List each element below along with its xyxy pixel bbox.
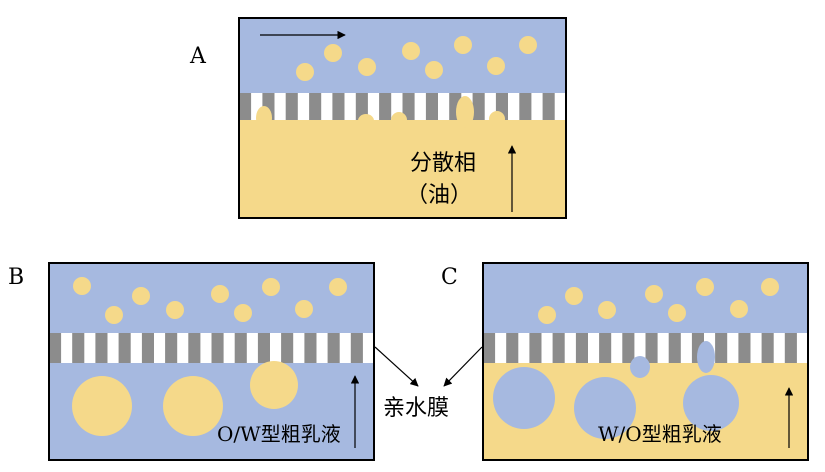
membrane-segment bbox=[188, 333, 201, 363]
membrane-segment bbox=[506, 333, 519, 363]
panel-a-frame bbox=[238, 17, 567, 219]
membrane-segment bbox=[519, 93, 532, 120]
wo-emulsion-label: W/O型粗乳液 bbox=[598, 422, 722, 446]
membrane-segment bbox=[552, 333, 565, 363]
panel-c-continuous-phase bbox=[483, 263, 808, 333]
panel-a-continuous-phase bbox=[239, 18, 566, 93]
membrane-segment bbox=[332, 93, 345, 120]
membrane-segment bbox=[234, 333, 247, 363]
membrane-segment bbox=[402, 93, 415, 120]
membrane-segment bbox=[95, 333, 108, 363]
callout-arrow-right bbox=[443, 346, 483, 387]
membrane-segment bbox=[281, 333, 294, 363]
panel-c-membrane bbox=[483, 333, 808, 363]
callout-arrow-left bbox=[374, 346, 419, 387]
panel-b: B O/W型粗乳液 bbox=[8, 262, 375, 461]
membrane-segment bbox=[304, 333, 317, 363]
membrane-segment bbox=[211, 333, 224, 363]
membrane-segment bbox=[425, 93, 438, 120]
membrane-segment bbox=[472, 93, 485, 120]
panel-a-membrane bbox=[239, 93, 566, 120]
membrane-segment bbox=[738, 333, 751, 363]
membrane-segment bbox=[355, 93, 368, 120]
panel-a-droplets bbox=[296, 36, 537, 81]
hydrophilic-membrane-label: 亲水膜 bbox=[383, 396, 449, 421]
membrane-segment bbox=[327, 333, 340, 363]
panel-b-continuous-phase bbox=[49, 263, 374, 333]
membrane-segment bbox=[622, 333, 635, 363]
membrane-segment bbox=[529, 333, 542, 363]
membrane-segment bbox=[761, 333, 774, 363]
panel-c: C W/O型粗乳液 bbox=[441, 262, 809, 461]
oil-label: （油） bbox=[406, 183, 472, 208]
membrane-segment bbox=[72, 333, 85, 363]
membrane-segment bbox=[715, 333, 728, 363]
membrane-segment bbox=[257, 333, 270, 363]
panel-b-frame bbox=[48, 262, 375, 461]
panel-a-oil-phase bbox=[239, 120, 566, 218]
dispersed-phase-label: 分散相 bbox=[410, 151, 476, 176]
membrane-segment bbox=[118, 333, 131, 363]
panel-a-label: A bbox=[189, 44, 207, 69]
panel-c-small-droplets bbox=[538, 278, 779, 324]
membrane-segment bbox=[239, 93, 252, 120]
panel-c-frame bbox=[482, 262, 809, 461]
panel-b-small-droplets bbox=[73, 277, 347, 324]
membrane-segment bbox=[542, 93, 555, 120]
membrane-segment bbox=[49, 333, 62, 363]
membrane-segment bbox=[309, 93, 322, 120]
panel-a-emerging-droplets bbox=[256, 96, 505, 130]
panel-c-water-droplets bbox=[493, 341, 739, 439]
membrane-segment bbox=[285, 93, 298, 120]
membrane-segment bbox=[379, 93, 392, 120]
membrane-segment bbox=[645, 333, 658, 363]
membrane-segment bbox=[350, 333, 363, 363]
membrane-segment bbox=[483, 333, 496, 363]
panel-a: A 分散相 （油） bbox=[189, 17, 567, 219]
membrane-segment bbox=[141, 333, 154, 363]
membrane-segment bbox=[784, 333, 797, 363]
panel-b-membrane bbox=[49, 333, 374, 363]
panel-b-large-oil-droplets bbox=[72, 361, 298, 436]
membrane-segment bbox=[165, 333, 178, 363]
membrane-segment bbox=[668, 333, 681, 363]
membrane-segment bbox=[599, 333, 612, 363]
membrane-segment bbox=[575, 333, 588, 363]
panel-b-label: B bbox=[8, 265, 24, 290]
ow-emulsion-label: O/W型粗乳液 bbox=[217, 422, 341, 446]
membrane-callout: 亲水膜 bbox=[374, 346, 483, 421]
panel-c-label: C bbox=[441, 265, 458, 290]
